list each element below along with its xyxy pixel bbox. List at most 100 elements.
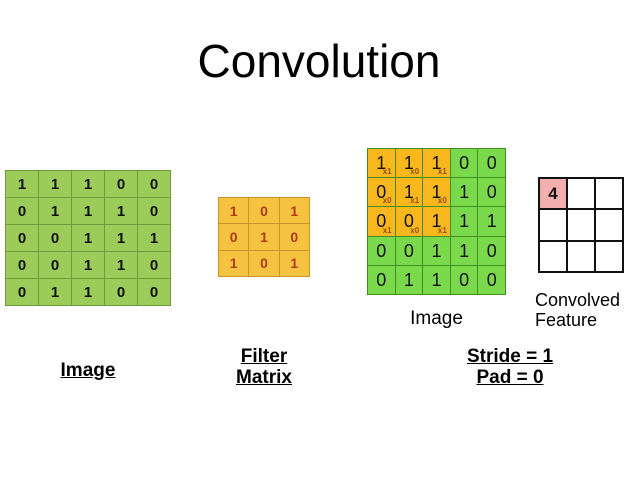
cell-value: 0 xyxy=(290,228,299,245)
filter-matrix-label: Filter Matrix xyxy=(210,346,318,389)
cell-value: 0 xyxy=(459,269,470,290)
convolved-feature-matrix: 4 xyxy=(538,177,624,273)
cell-value: 1 xyxy=(116,202,126,220)
cell-value: 0 xyxy=(149,283,159,301)
cell-multiplier: x0 xyxy=(382,196,392,206)
convolved-cell xyxy=(568,241,594,271)
cell-multiplier: x0 xyxy=(410,225,420,235)
page-title: Convolution xyxy=(197,35,441,87)
cell-value: 0 xyxy=(403,211,414,232)
filter-label-line-1: Filter xyxy=(240,346,288,367)
cell-value: 1 xyxy=(290,202,299,219)
cell-value: 0 xyxy=(459,153,470,174)
image-left-cell: 0 xyxy=(138,171,170,197)
image-right-cell: 0 xyxy=(368,265,395,294)
cell-value: 0 xyxy=(50,256,60,274)
image-right-cell: 0 xyxy=(478,178,505,207)
filter-label-line-2: Matrix xyxy=(236,367,292,389)
cell-multiplier: x1 xyxy=(382,167,392,177)
cell-value: 0 xyxy=(260,255,268,272)
cell-value: 1 xyxy=(83,283,93,301)
cell-value: 0 xyxy=(50,229,60,247)
image-right-cell: 0 xyxy=(478,236,505,265)
image-right-cell: 1 xyxy=(450,178,478,207)
image-right-cell: 1 xyxy=(450,207,478,236)
filter-cell: 0 xyxy=(249,250,279,276)
image-left-cell: 1 xyxy=(138,225,170,251)
image-left-cell: 0 xyxy=(39,252,71,278)
convolved-cell xyxy=(540,241,566,271)
cell-value: 4 xyxy=(548,184,558,204)
filter-cell: 1 xyxy=(219,250,249,276)
cell-value: 1 xyxy=(116,229,126,247)
convolved-cell: 4 xyxy=(540,179,566,209)
cell-value: 1 xyxy=(431,211,442,232)
image-left-cell: 0 xyxy=(138,252,170,278)
convolved-cell xyxy=(596,241,622,271)
filter-cell: 1 xyxy=(219,198,249,224)
image-right-cell: 0 xyxy=(478,265,505,294)
cell-value: 1 xyxy=(83,256,93,274)
cell-value: 0 xyxy=(149,256,159,274)
convolved-cell xyxy=(568,210,594,240)
cell-value: 0 xyxy=(116,175,126,193)
cell-value: 0 xyxy=(376,240,387,261)
image-left-cell: 1 xyxy=(39,198,71,224)
filter-cell: 1 xyxy=(279,250,309,276)
image-left-cell: 0 xyxy=(6,252,38,278)
image-left-cell: 1 xyxy=(105,225,137,251)
cell-value: 0 xyxy=(17,202,27,220)
cell-value: 1 xyxy=(83,229,93,247)
stride-label: Stride = 1 xyxy=(466,346,554,367)
cell-value: 1 xyxy=(17,175,27,193)
cell-value: 1 xyxy=(229,255,238,272)
cell-value: 0 xyxy=(260,202,268,219)
cell-value: 1 xyxy=(149,229,159,247)
cell-value: 1 xyxy=(50,283,60,301)
cell-value: 1 xyxy=(431,269,442,290)
cell-value: 1 xyxy=(403,269,414,290)
filter-cell: 1 xyxy=(249,224,279,250)
image-left-cell: 1 xyxy=(72,225,104,251)
cell-value: 0 xyxy=(376,211,387,232)
image-left-cell: 1 xyxy=(72,171,104,197)
image-right-cell: 1 xyxy=(478,207,505,236)
cell-value: 0 xyxy=(17,283,27,301)
cell-value: 1 xyxy=(431,182,442,203)
image-right-cell: 1 xyxy=(450,236,478,265)
filter-cell: 0 xyxy=(279,224,309,250)
image-left-cell: 1 xyxy=(72,198,104,224)
cell-value: 0 xyxy=(376,269,387,290)
image-left-cell: 1 xyxy=(105,252,137,278)
cell-value: 0 xyxy=(403,240,414,261)
convolved-feature-label: Convolved Feature xyxy=(535,290,638,330)
cell-value: 0 xyxy=(17,256,27,274)
convolved-label-line-2: Feature xyxy=(535,310,598,331)
image-left-label: Image xyxy=(60,360,116,381)
image-left-cell: 1 xyxy=(72,252,104,278)
image-left-cell: 1 xyxy=(6,171,38,197)
cell-value: 1 xyxy=(459,240,470,261)
image-left-cell: 0 xyxy=(6,225,38,251)
image-right-cell: 1 xyxy=(395,265,423,294)
stride-pad-label: Stride = 1 Pad = 0 xyxy=(425,346,595,389)
convolved-label-line-1: Convolved xyxy=(535,290,621,310)
cell-value: 1 xyxy=(403,182,414,203)
image-left-cell: 0 xyxy=(39,225,71,251)
filter-cell: 1 xyxy=(279,198,309,224)
cell-value: 0 xyxy=(17,229,27,247)
image-right-cell: 0 xyxy=(478,149,505,178)
convolved-cell xyxy=(568,179,594,209)
image-left-cell: 0 xyxy=(6,198,38,224)
convolved-cell xyxy=(596,179,622,209)
cell-value: 0 xyxy=(486,182,497,203)
